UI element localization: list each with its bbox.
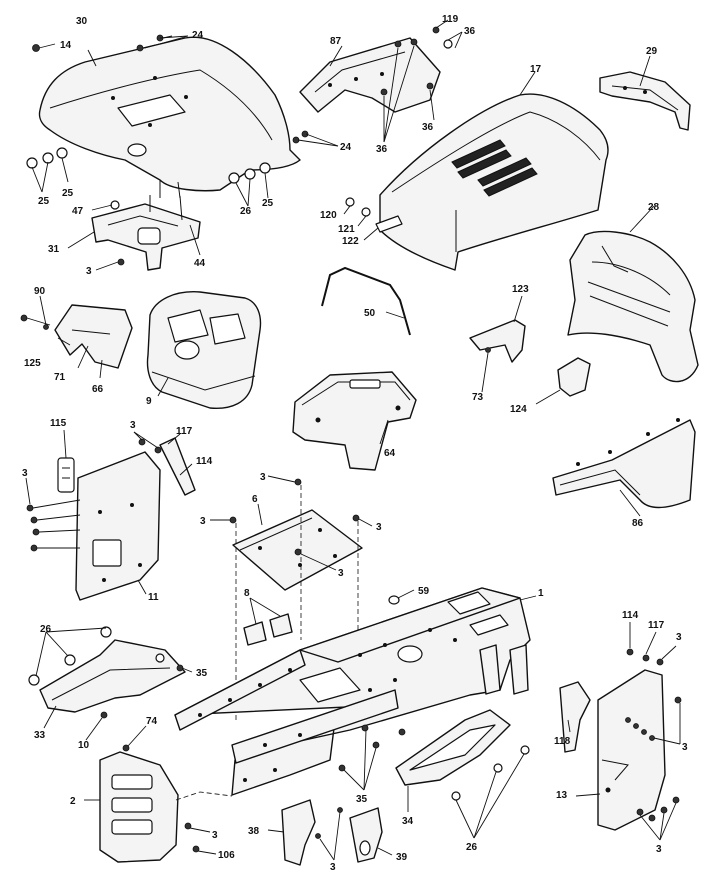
- callout-35: 35: [356, 794, 368, 805]
- rod-50-part: [321, 266, 411, 336]
- callout-29: 29: [646, 46, 658, 57]
- callout-17: 17: [530, 64, 542, 75]
- callout-11: 11: [148, 592, 159, 603]
- leader-lines: [25, 19, 681, 861]
- callout-numbers: 30 14 24 24 25 25 25 26 47 31 44 3 87 11…: [22, 14, 688, 873]
- callout-122: 122: [342, 236, 359, 247]
- callout-39: 39: [396, 852, 408, 863]
- side-panel-right-part: [559, 648, 682, 831]
- callout-86: 86: [632, 518, 644, 529]
- callout-119: 119: [442, 14, 459, 25]
- callout-1: 1: [538, 588, 544, 599]
- dash-fasteners: [26, 34, 309, 266]
- callout-121: 121: [338, 224, 355, 235]
- battery-plate-part: [229, 478, 363, 720]
- callout-28: 28: [648, 202, 660, 213]
- callout-38: 38: [248, 826, 260, 837]
- callout-3: 3: [260, 472, 266, 483]
- bracket-114-part: [138, 437, 196, 496]
- callout-71: 71: [54, 372, 66, 383]
- bracket-123-part: [469, 319, 526, 363]
- key-115-part: [57, 457, 75, 493]
- callout-36: 36: [376, 144, 388, 155]
- callout-117: 117: [176, 426, 193, 437]
- dash-housing-part: [146, 291, 262, 409]
- callout-25: 25: [38, 196, 50, 207]
- callout-123: 123: [512, 284, 529, 295]
- callout-24: 24: [340, 142, 352, 153]
- callout-33: 33: [34, 730, 46, 741]
- callout-3: 3: [200, 516, 206, 527]
- callout-35: 35: [196, 668, 208, 679]
- callout-13: 13: [556, 790, 568, 801]
- callout-3: 3: [376, 522, 382, 533]
- callout-106: 106: [218, 850, 235, 861]
- dash-panel-part: [38, 36, 301, 199]
- callout-10: 10: [78, 740, 90, 751]
- callout-3: 3: [656, 844, 662, 855]
- callout-90: 90: [34, 286, 46, 297]
- callout-3: 3: [330, 862, 336, 873]
- callout-2: 2: [70, 796, 76, 807]
- callout-125: 125: [24, 358, 41, 369]
- footrest-right-part: [338, 709, 530, 801]
- bracket-29-part: [599, 71, 691, 131]
- callout-118: 118: [554, 736, 571, 747]
- callout-25: 25: [62, 188, 74, 199]
- skirt-part: [552, 418, 696, 509]
- callout-47: 47: [72, 206, 84, 217]
- callout-64: 64: [384, 448, 396, 459]
- callout-36: 36: [422, 122, 434, 133]
- callout-66: 66: [92, 384, 104, 395]
- footrest-left-part: [28, 626, 186, 719]
- callout-3: 3: [130, 420, 136, 431]
- callout-24: 24: [192, 30, 204, 41]
- callout-3: 3: [676, 632, 682, 643]
- callout-6: 6: [252, 494, 258, 505]
- callout-3: 3: [212, 830, 218, 841]
- callout-31: 31: [48, 244, 60, 255]
- callout-114: 114: [622, 610, 639, 621]
- bracket-124-part: [557, 357, 591, 397]
- callout-9: 9: [146, 396, 152, 407]
- callout-59: 59: [418, 586, 430, 597]
- callout-115: 115: [50, 418, 67, 429]
- callout-3: 3: [338, 568, 344, 579]
- side-panel-left-part: [26, 451, 161, 601]
- bracket-39-part: [337, 807, 383, 863]
- bracket-38-part: [281, 799, 321, 866]
- callout-3: 3: [86, 266, 92, 277]
- callout-73: 73: [472, 392, 484, 403]
- callout-34: 34: [402, 816, 414, 827]
- front-plate-part: [99, 744, 233, 863]
- hood-bracket-part: [299, 26, 453, 113]
- callout-87: 87: [330, 36, 342, 47]
- frame-holes: [198, 628, 457, 782]
- frame-part: [174, 587, 531, 796]
- callout-120: 120: [320, 210, 337, 221]
- dash-bracket-part: [91, 195, 201, 271]
- callout-3: 3: [22, 468, 28, 479]
- callout-36: 36: [464, 26, 476, 37]
- hood-part: [345, 93, 609, 271]
- callout-14: 14: [60, 40, 72, 51]
- callout-8: 8: [244, 588, 250, 599]
- callout-26: 26: [240, 206, 252, 217]
- callout-50: 50: [364, 308, 376, 319]
- callout-44: 44: [194, 258, 206, 269]
- callout-74: 74: [146, 716, 158, 727]
- callout-117: 117: [648, 620, 665, 631]
- grille-part: [567, 230, 699, 383]
- hood-grille-vents: [451, 139, 538, 197]
- callout-26: 26: [466, 842, 478, 853]
- callout-114: 114: [196, 456, 213, 467]
- callout-124: 124: [510, 404, 527, 415]
- callout-3: 3: [682, 742, 688, 753]
- callout-25: 25: [262, 198, 274, 209]
- callout-30: 30: [76, 16, 88, 27]
- clamp-8-part: [243, 613, 293, 646]
- callout-26: 26: [40, 624, 52, 635]
- steering-support-part: [292, 371, 417, 471]
